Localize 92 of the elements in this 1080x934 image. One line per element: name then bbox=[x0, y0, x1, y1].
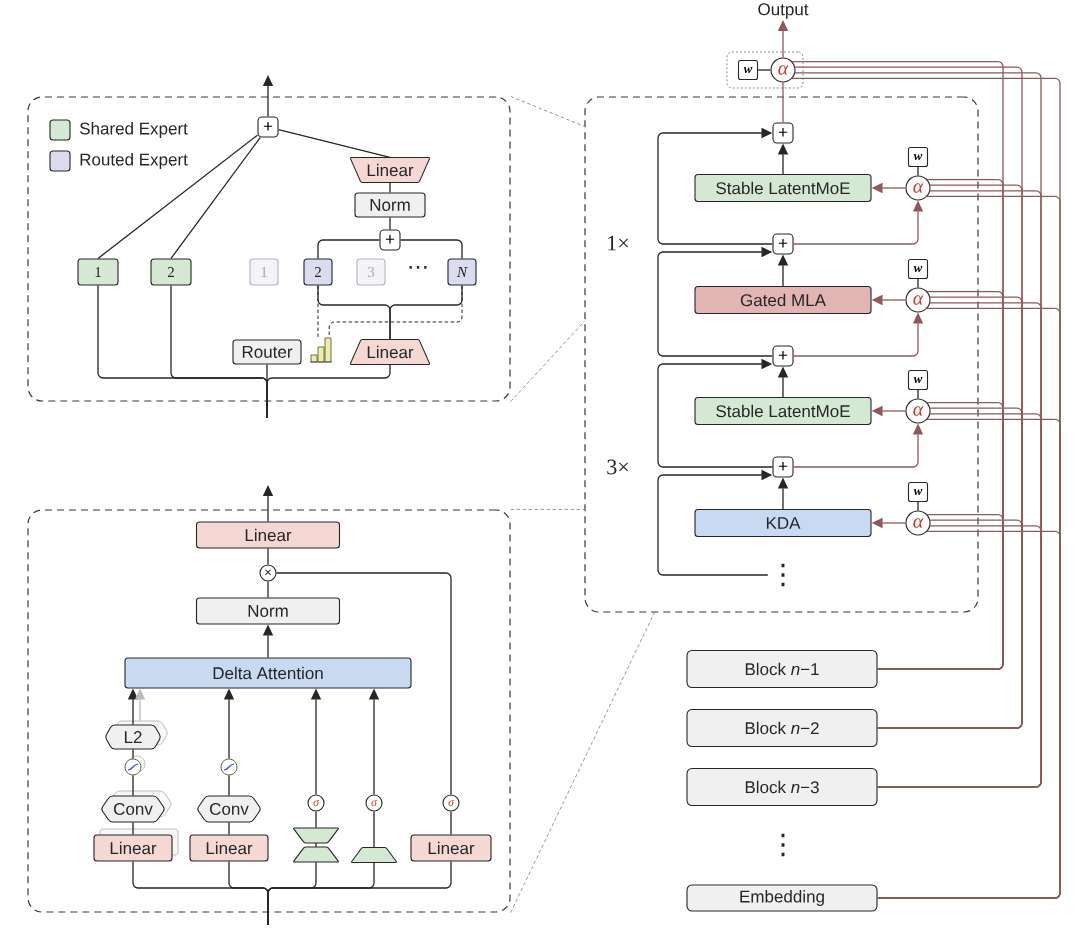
line bbox=[757, 69, 772, 71]
line bbox=[228, 821, 230, 836]
arrow bbox=[657, 358, 774, 468]
line bbox=[228, 774, 230, 797]
weight-box: w bbox=[737, 59, 759, 81]
plus-box: + bbox=[257, 116, 279, 138]
layer-box: Norm bbox=[195, 597, 341, 625]
block-box: Block n−2 bbox=[686, 708, 878, 748]
sigmoid-icon bbox=[220, 758, 238, 776]
dashed-line bbox=[510, 95, 585, 127]
layer-box: Gated MLA bbox=[694, 285, 872, 315]
line bbox=[97, 134, 259, 260]
weight-box: w bbox=[907, 258, 929, 280]
line bbox=[450, 810, 452, 836]
legend-label: Routed Expert bbox=[80, 153, 188, 169]
plus-box: + bbox=[379, 229, 401, 251]
line bbox=[277, 128, 391, 158]
weight-box: w bbox=[907, 369, 929, 391]
line bbox=[794, 66, 1023, 729]
vertical-ellipsis: ⋮ bbox=[781, 833, 785, 857]
layer-box: KDA bbox=[694, 508, 872, 538]
hexagon-block: Conv bbox=[101, 790, 172, 823]
dashed-line bbox=[510, 508, 585, 510]
layer-box: Linear bbox=[195, 521, 341, 549]
line bbox=[132, 748, 134, 760]
repeat-count: 1× bbox=[608, 235, 628, 251]
hexagon-block: L2 bbox=[105, 720, 168, 750]
line bbox=[373, 810, 375, 848]
hourglass-shape bbox=[293, 827, 339, 863]
line bbox=[917, 166, 919, 177]
line bbox=[315, 810, 317, 829]
line bbox=[275, 572, 452, 796]
line bbox=[267, 860, 452, 926]
layer-box: Stable LatentMoE bbox=[694, 173, 872, 203]
block-box: Block n−3 bbox=[686, 767, 878, 807]
bar-chart-icon bbox=[309, 337, 333, 363]
line bbox=[389, 216, 391, 231]
router-box: Router bbox=[232, 339, 302, 365]
line bbox=[917, 501, 919, 512]
line bbox=[132, 821, 134, 836]
line bbox=[790, 60, 1004, 670]
line bbox=[917, 389, 919, 400]
arrow bbox=[657, 246, 774, 357]
block-box: Embedding bbox=[686, 884, 878, 912]
block-box: Block n−1 bbox=[686, 649, 878, 689]
expert-box: 1 bbox=[249, 258, 279, 286]
plus-box: + bbox=[772, 122, 794, 144]
line bbox=[389, 182, 391, 194]
line bbox=[782, 81, 784, 124]
line bbox=[267, 580, 269, 599]
expert-box: 2 bbox=[303, 258, 333, 286]
dashed-line bbox=[317, 285, 319, 338]
layer-box: Linear bbox=[410, 834, 492, 862]
trapezoid-block: Linear bbox=[349, 156, 431, 184]
line bbox=[170, 136, 261, 260]
dashed-frame bbox=[27, 96, 511, 402]
ellipsis: ⋯ bbox=[409, 265, 427, 269]
output-label: Output bbox=[758, 3, 809, 19]
dashed-frame bbox=[584, 96, 979, 613]
expert-box: 3 bbox=[356, 258, 386, 286]
layer-box: Stable LatentMoE bbox=[694, 396, 872, 426]
plus-box: + bbox=[772, 233, 794, 255]
weight-box: w bbox=[907, 146, 929, 168]
expert-box: 1 bbox=[77, 258, 119, 286]
expert-box: N bbox=[447, 258, 477, 286]
trapezoid-block: Linear bbox=[349, 338, 431, 366]
dotted-frame bbox=[726, 51, 804, 89]
layer-box: Linear bbox=[93, 828, 179, 862]
plus-box: + bbox=[772, 345, 794, 367]
line bbox=[790, 77, 1061, 899]
legend-label: Shared Expert bbox=[79, 122, 188, 138]
line bbox=[267, 547, 269, 566]
layer-box: Norm bbox=[354, 192, 426, 218]
arrow bbox=[657, 127, 774, 245]
layer-box: Delta Attention bbox=[124, 657, 412, 689]
layer-box: Linear bbox=[189, 834, 269, 862]
sigmoid-icon bbox=[124, 755, 146, 776]
dashed-line bbox=[510, 612, 655, 914]
plus-box: + bbox=[772, 456, 794, 478]
line bbox=[917, 278, 919, 289]
trapezoid-shape bbox=[351, 846, 397, 864]
weight-box: w bbox=[907, 481, 929, 503]
line bbox=[132, 774, 134, 797]
line bbox=[317, 239, 381, 260]
dashed-frame bbox=[27, 509, 511, 913]
vertical-ellipsis: ⋮ bbox=[781, 563, 785, 587]
expert-box: 2 bbox=[150, 258, 192, 286]
repeat-count: 3× bbox=[607, 459, 628, 475]
line bbox=[399, 239, 463, 260]
hexagon-block: Conv bbox=[197, 795, 261, 823]
dashed-line bbox=[510, 320, 585, 403]
line bbox=[794, 72, 1042, 788]
